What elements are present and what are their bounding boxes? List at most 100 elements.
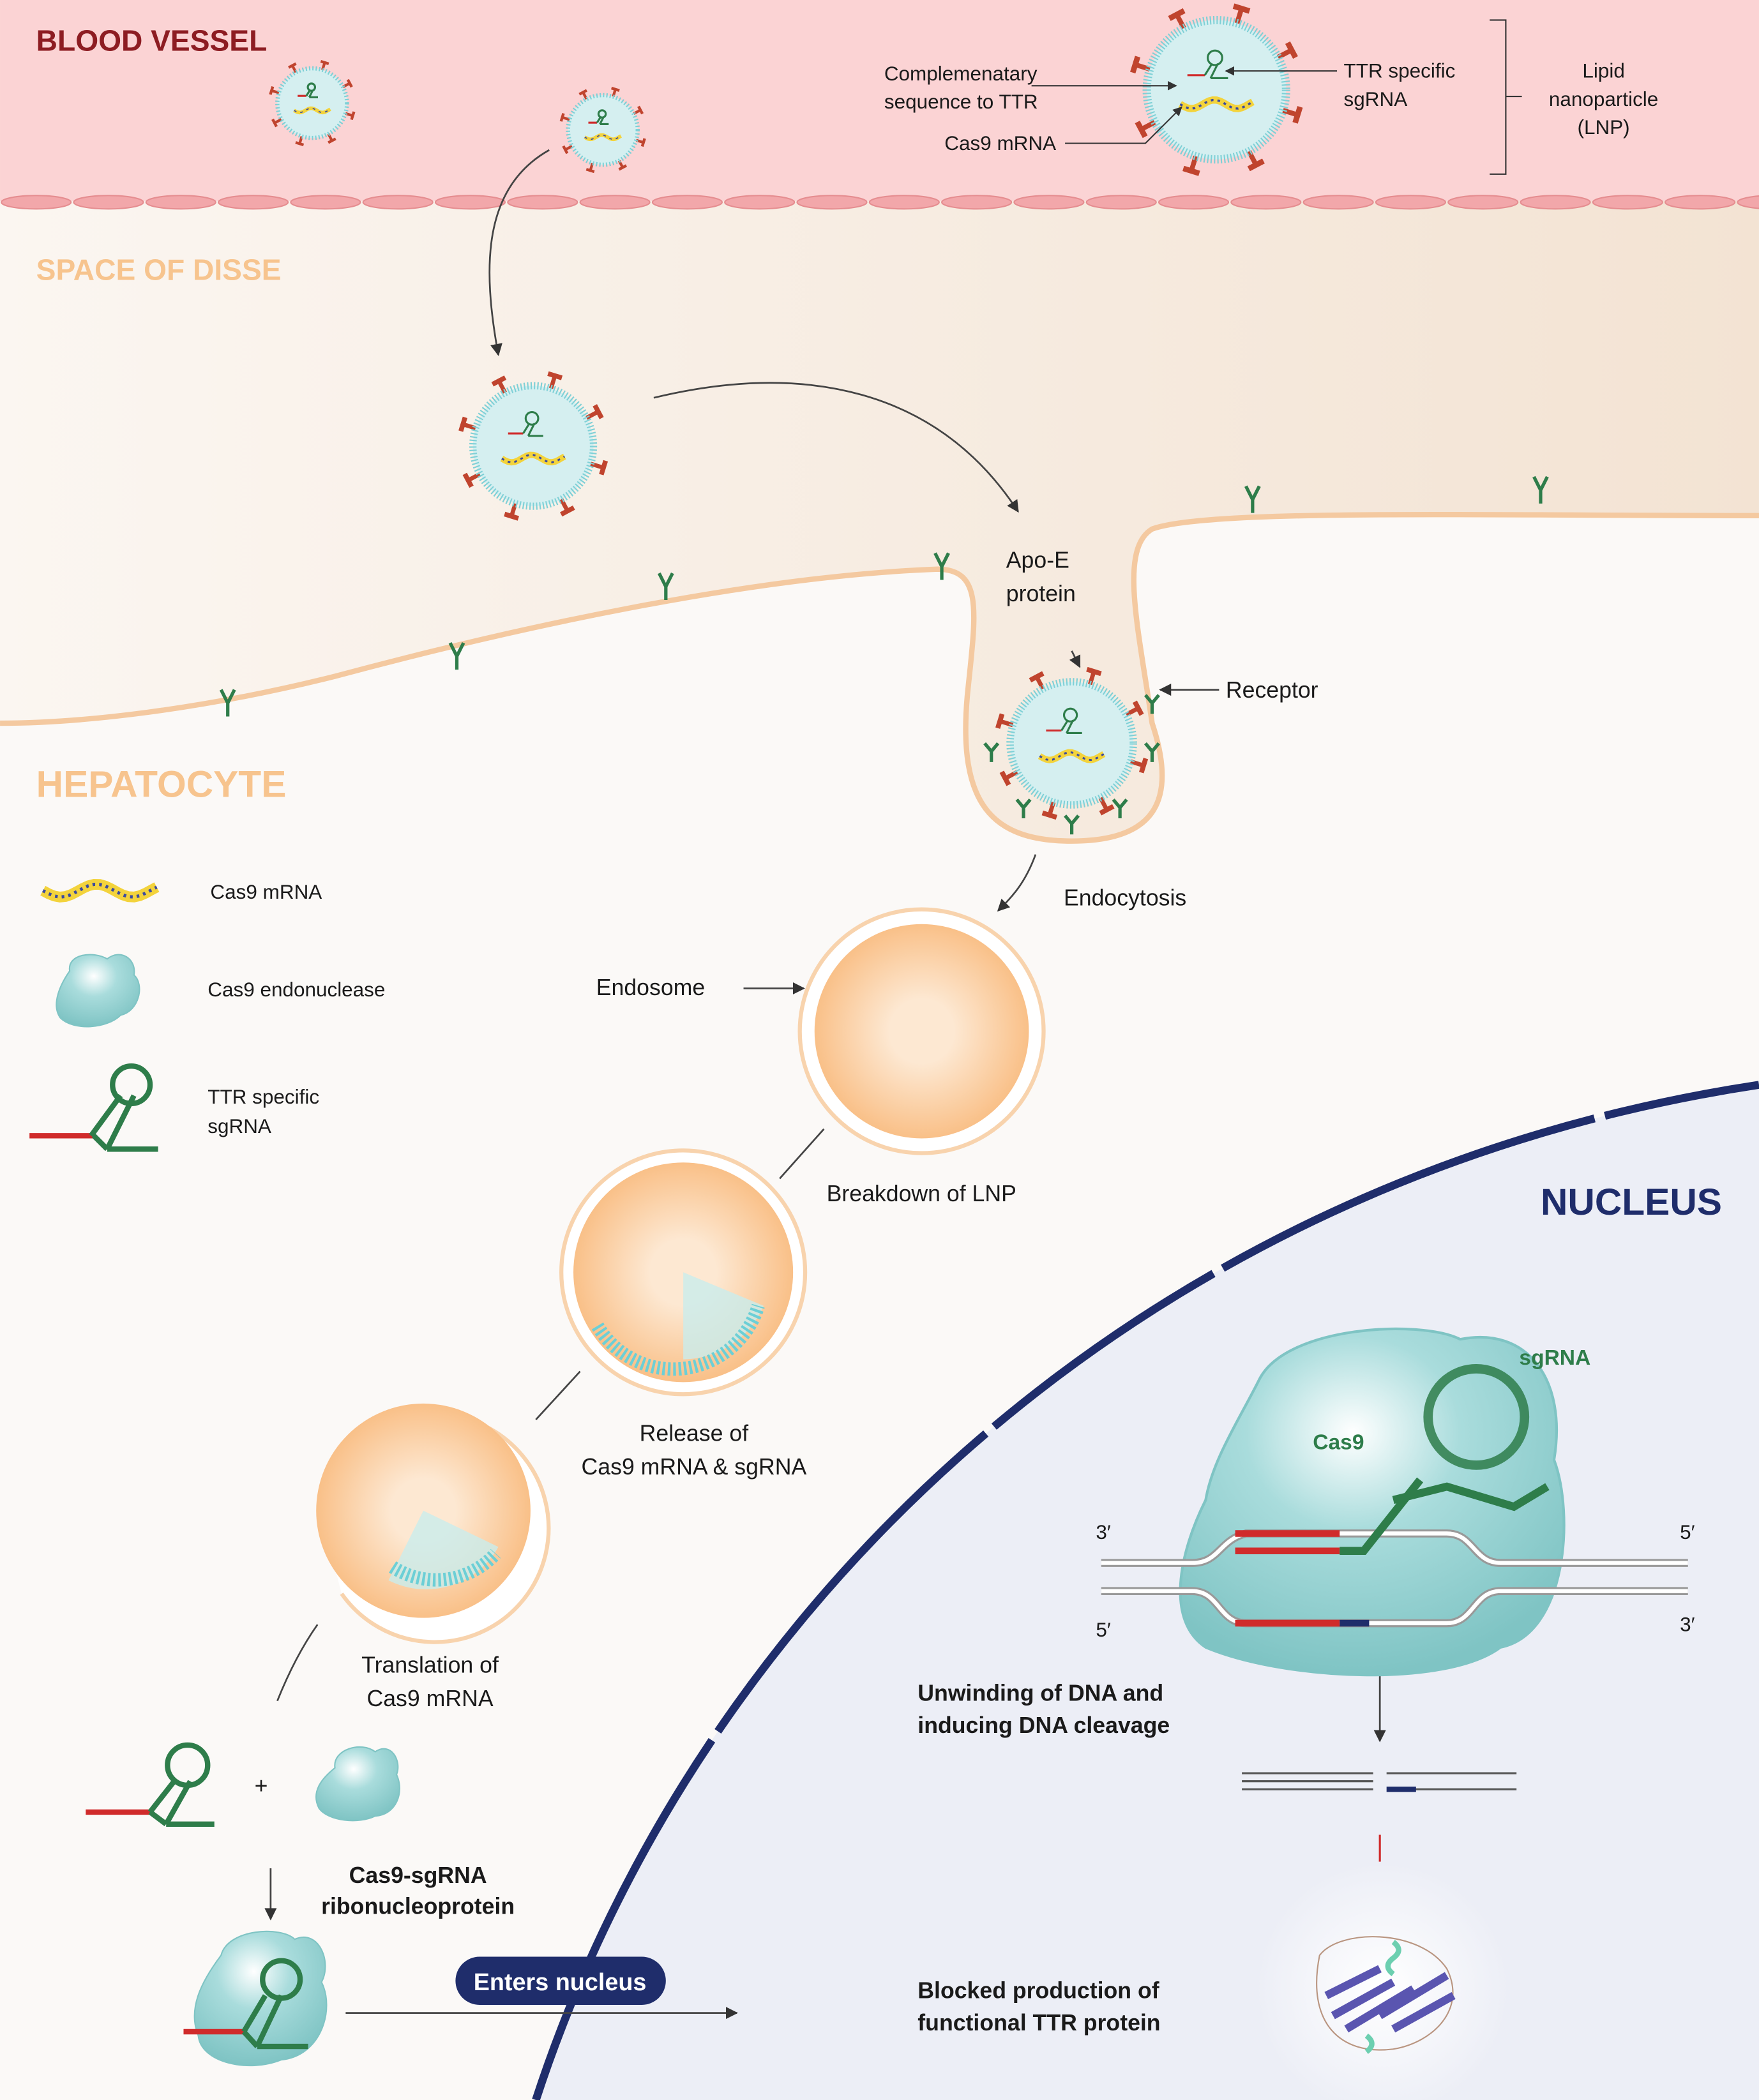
apoe-protein-head bbox=[288, 62, 297, 69]
receptor-icon bbox=[448, 641, 465, 670]
apoe-protein-head bbox=[504, 511, 520, 521]
complementary-label: Complemenatary bbox=[884, 63, 1038, 85]
legend-sgrna: TTR specific bbox=[208, 1086, 319, 1108]
lipid-bilayer-fragment bbox=[389, 1549, 501, 1587]
cas9-endonuclease-legend-icon bbox=[56, 954, 140, 1028]
apoe-protein-head bbox=[547, 371, 563, 380]
blood-vessel-title: BLOOD VESSEL bbox=[36, 24, 268, 57]
lipid-nanoparticle bbox=[458, 371, 608, 521]
endothelial-cell bbox=[1447, 195, 1519, 210]
cas9-mrna-icon bbox=[584, 133, 623, 142]
apoe-protein-head bbox=[578, 89, 587, 96]
apoe-protein-head bbox=[559, 112, 565, 122]
legend: Cas9 mRNA Cas9 endonuclease TTR specific… bbox=[29, 879, 385, 1152]
endothelial-cell bbox=[1592, 195, 1663, 210]
apoe-protein-head bbox=[295, 141, 305, 147]
endothelial-cell bbox=[1158, 195, 1230, 210]
unwinding-label-2: inducing DNA cleavage bbox=[917, 1713, 1170, 1738]
legend-sgrna-2: sgRNA bbox=[208, 1115, 271, 1137]
apoe-protein-head bbox=[1182, 165, 1200, 176]
endothelial-cell bbox=[941, 195, 1013, 210]
nuclear-envelope[interactable] bbox=[532, 1081, 1759, 2100]
cas9-mrna-legend-icon bbox=[40, 879, 160, 903]
space-of-disse-title: SPACE OF DISSE bbox=[36, 253, 282, 287]
lipid-fragment bbox=[683, 1272, 764, 1360]
endothelial-cell bbox=[1520, 195, 1591, 210]
apoe-protein-head bbox=[1135, 121, 1148, 139]
apoe-protein-head bbox=[1129, 56, 1141, 74]
sgrna-loop bbox=[524, 411, 540, 426]
ttr-sgrna-callout: TTR specific bbox=[1344, 60, 1456, 82]
receptor-icon bbox=[1015, 798, 1032, 819]
sgrna-loop bbox=[1062, 707, 1078, 723]
endothelial-cell bbox=[1375, 195, 1447, 210]
receptor-icon bbox=[1144, 694, 1160, 714]
release-label: Release of bbox=[640, 1421, 749, 1446]
apoe-protein-head bbox=[585, 168, 595, 174]
receptor-label: Receptor bbox=[1226, 677, 1318, 703]
apoe-label-2: protein bbox=[1006, 581, 1076, 606]
cas9-mrna-icon bbox=[1178, 96, 1255, 112]
cas9-protein bbox=[315, 1746, 400, 1822]
plus-sign: + bbox=[255, 1773, 268, 1799]
flow-arrows bbox=[264, 149, 1386, 2020]
endothelial-cell bbox=[507, 195, 578, 210]
space-of-disse-region bbox=[0, 200, 1759, 841]
apoe-protein-head bbox=[637, 105, 644, 115]
cas9-mrna-backbone bbox=[42, 882, 158, 899]
lnp-label: Lipid bbox=[1582, 60, 1624, 82]
lnp-shell bbox=[275, 66, 349, 140]
dna-end-3-top: 3′ bbox=[1096, 1521, 1111, 1543]
sgrna-legend-icon bbox=[29, 1063, 158, 1152]
apoe-protein-head bbox=[269, 86, 275, 95]
receptor-icon bbox=[657, 572, 674, 600]
endothelial-cell bbox=[579, 195, 651, 210]
apoe-protein-head bbox=[640, 138, 646, 147]
apoe-protein-head bbox=[1132, 700, 1144, 716]
apoe-protein-head bbox=[491, 375, 507, 387]
receptor-icon bbox=[1144, 742, 1160, 762]
endothelial-cell bbox=[73, 195, 144, 210]
endocytosis-label: Endocytosis bbox=[1064, 885, 1186, 910]
endothelial-cell bbox=[651, 195, 723, 210]
apoe-protein-head bbox=[1292, 106, 1303, 124]
apoe-protein-head bbox=[328, 137, 336, 144]
cas9-mrna-backbone bbox=[501, 454, 566, 463]
apoe-label: Apo-E bbox=[1006, 548, 1069, 573]
lnp-shell bbox=[1006, 678, 1137, 809]
sgrna-loop bbox=[597, 109, 607, 119]
lnp-label-3: (LNP) bbox=[1577, 116, 1629, 139]
apoe-protein-head bbox=[599, 460, 608, 476]
apoe-protein-head bbox=[1099, 804, 1115, 816]
endosome-label: Endosome bbox=[596, 975, 705, 1000]
hepatocyte-membrane bbox=[0, 511, 1759, 844]
dna-end-5-bottom: 5′ bbox=[1096, 1619, 1111, 1641]
legend-cas9-mrna: Cas9 mRNA bbox=[210, 881, 322, 903]
lnp-label-2: nanoparticle bbox=[1549, 88, 1658, 110]
cas9-mrna-backbone bbox=[1039, 751, 1105, 761]
endothelial-cell bbox=[1737, 195, 1759, 209]
endothelial-cell bbox=[217, 195, 289, 210]
receptor-icon bbox=[219, 689, 236, 717]
receptor-icon bbox=[983, 742, 1000, 762]
lnp-breakdown-endosome bbox=[573, 1162, 794, 1383]
endothelial-cell bbox=[724, 195, 796, 210]
apoe-protein-head bbox=[562, 145, 569, 154]
lnp-shell bbox=[1142, 15, 1290, 164]
apoe-protein-head bbox=[1029, 671, 1045, 683]
cas9-dna-complex bbox=[1101, 1327, 1688, 1677]
receptor-icon bbox=[1244, 485, 1261, 513]
legend-cas9-endonuclease: Cas9 endonuclease bbox=[208, 979, 385, 1001]
lnp-bracket bbox=[1490, 19, 1522, 175]
apoe-protein-head bbox=[320, 59, 329, 65]
enters-nucleus-label: Enters nucleus bbox=[474, 1969, 647, 1996]
receptor-icon bbox=[933, 552, 950, 580]
breakdown-label: Breakdown of LNP bbox=[827, 1181, 1016, 1206]
endothelial-cell bbox=[868, 195, 940, 210]
apoe-protein-head bbox=[1285, 41, 1298, 59]
apoe-protein-head bbox=[560, 505, 575, 517]
sgrna-released bbox=[86, 1742, 215, 1827]
lnp-callouts: Complemenatary sequence to TTR Cas9 mRNA… bbox=[884, 19, 1658, 175]
endothelial-cell bbox=[1, 195, 72, 210]
release-label-2: Cas9 mRNA & sgRNA bbox=[582, 1454, 807, 1480]
